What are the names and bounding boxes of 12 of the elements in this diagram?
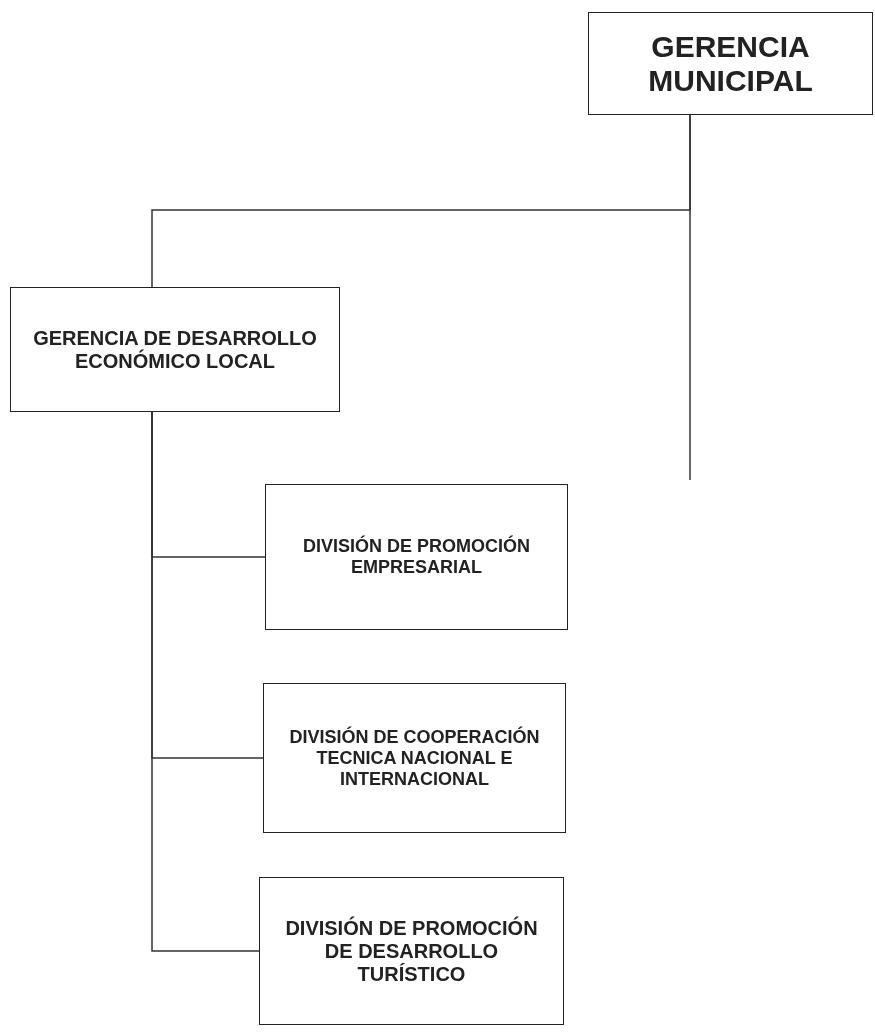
org-box (588, 12, 873, 115)
org-box (10, 287, 340, 412)
org-box (265, 484, 568, 630)
unit-name: GERENCIA DE DESARROLLO ECONÓMICO LOCAL (32, 326, 318, 373)
unit-name: GERENCIA MUNICIPAL (647, 29, 814, 98)
unit-name: DIVISIÓN DE PROMOCIÓN EMPRESARIAL (302, 536, 531, 578)
org-box (259, 877, 564, 1025)
unit-name: DIVISIÓN DE PROMOCIÓN DE DESARROLLO TURÍSTICO (284, 916, 539, 986)
unit-name: DIVISIÓN DE COOPERACIÓN TECNICA NACIONAL E INTERNACIONAL (288, 726, 541, 790)
connector-line (689, 114, 691, 481)
org-box (263, 683, 566, 833)
connector-line (151, 411, 260, 952)
